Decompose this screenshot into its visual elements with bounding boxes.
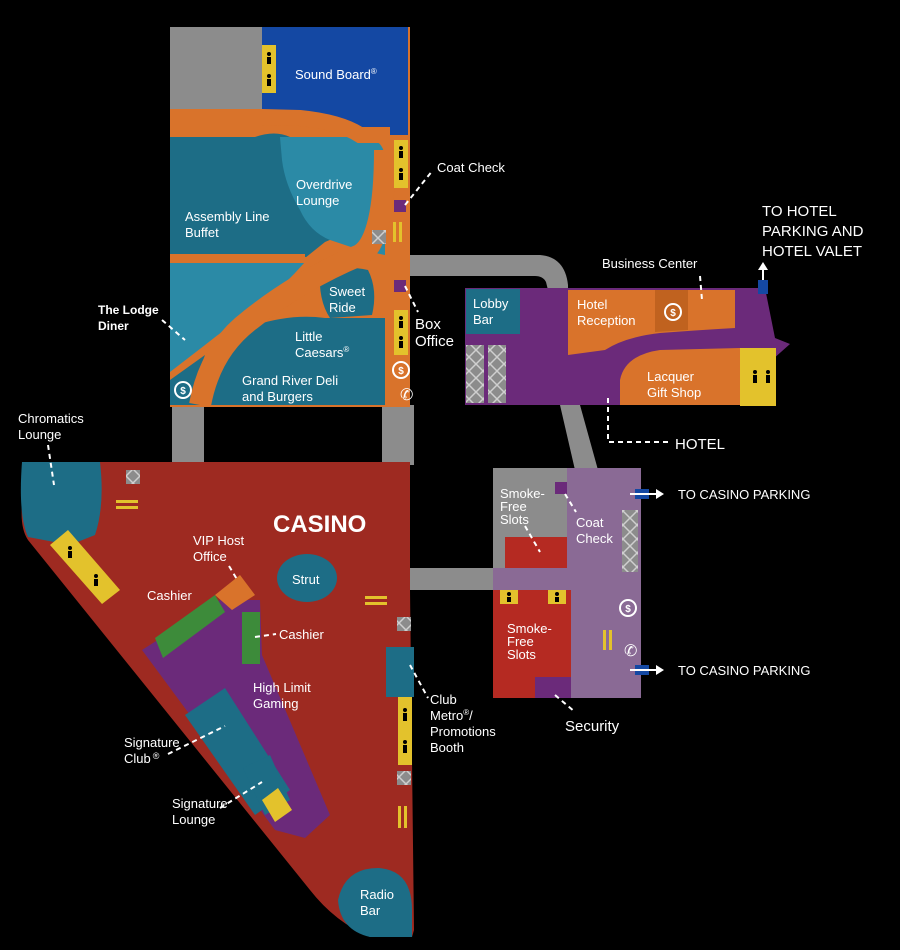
svg-text:$: $	[670, 308, 676, 319]
business-center-label: Business Center	[602, 256, 698, 271]
storage-area	[170, 27, 262, 115]
vip-host-office[interactable]	[215, 575, 255, 610]
hotel-label: HOTEL	[675, 436, 725, 453]
svg-text:$: $	[398, 366, 404, 377]
elevator-icon	[397, 617, 411, 631]
coat-check-label: Coat Check	[437, 160, 505, 175]
cashier-left[interactable]	[155, 595, 225, 658]
security-office[interactable]	[535, 677, 571, 698]
reception-desk	[655, 290, 688, 332]
arrow-icon	[630, 262, 768, 675]
chromatics-lounge-area[interactable]	[20, 462, 102, 545]
escalator-icon	[466, 345, 484, 403]
svg-text:$: $	[625, 604, 631, 615]
business-center-area[interactable]	[688, 290, 735, 328]
elevator-icon	[397, 771, 411, 785]
cashier-left-label: Cashier	[147, 588, 192, 603]
radio-bar-area[interactable]	[338, 868, 412, 937]
overdrive-lounge-area[interactable]	[280, 137, 385, 255]
smoke-free-top-room	[505, 537, 567, 568]
coat-check-east-booth[interactable]	[555, 482, 567, 494]
escalator-icon	[488, 345, 506, 403]
corridor	[382, 405, 414, 465]
corridor	[410, 568, 495, 590]
corridor	[410, 255, 568, 290]
strut-label: Strut	[292, 572, 320, 587]
sound-board-label: Sound Board®	[295, 67, 377, 82]
casino-title: CASINO	[273, 511, 366, 538]
strut-bar[interactable]	[277, 554, 337, 602]
lobby-bar-area[interactable]	[466, 289, 520, 334]
restroom-icon	[50, 45, 770, 822]
hotel-restroom-block	[740, 348, 776, 406]
corridor	[560, 405, 598, 470]
cashier-right-label: Cashier	[279, 627, 324, 642]
phone-icon: ✆	[624, 641, 637, 660]
casino-parking-label-1: TO CASINO PARKING	[678, 487, 810, 502]
security-label: Security	[565, 718, 620, 735]
box-office-booth[interactable]	[394, 280, 406, 292]
club-metro-booth[interactable]	[386, 647, 414, 697]
sweet-ride-area[interactable]	[319, 267, 375, 319]
sound-board-area[interactable]	[262, 27, 408, 135]
lacquer-gift-shop-area[interactable]	[620, 348, 740, 405]
grand-river-deli-area[interactable]	[209, 316, 385, 405]
coat-check-booth[interactable]	[394, 200, 406, 212]
casino-parking-label-2: TO CASINO PARKING	[678, 663, 810, 678]
cashier-right[interactable]	[242, 612, 260, 664]
corridor	[172, 405, 204, 465]
atm-icon	[174, 303, 682, 617]
escalator-icon	[622, 510, 638, 572]
elevator-icon	[372, 230, 386, 244]
elevator-icon	[126, 470, 140, 484]
phone-icon: ✆	[400, 385, 413, 404]
stairs-icon	[116, 222, 612, 828]
svg-text:$: $	[180, 386, 186, 397]
